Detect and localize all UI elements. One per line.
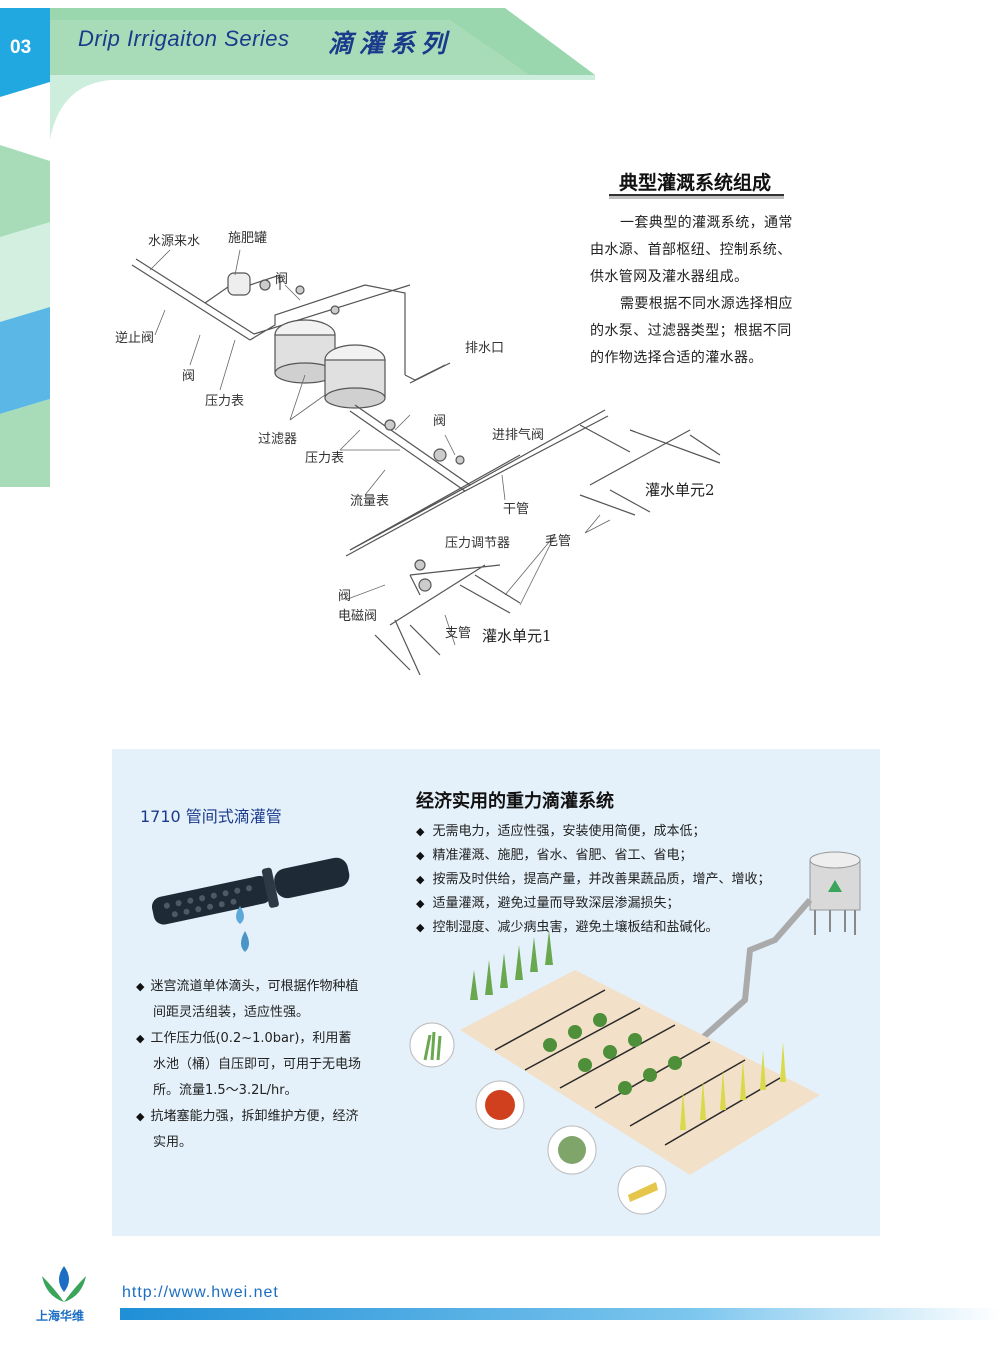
label-capillary: 毛管 [545,534,571,549]
label-main-pipe: 干管 [503,502,529,517]
page-number: 03 [10,37,32,58]
label-branch-pipe: 支管 [445,626,471,641]
series-title: Drip Irrigaiton Series [78,26,290,51]
section-underline [609,194,784,196]
footer-bar [120,1308,1000,1320]
label-pressure-gauge-2: 压力表 [305,451,344,466]
label-unit-1: 灌水单元1 [482,627,552,645]
label-fertilizer-tank: 施肥罐 [228,231,267,246]
label-filter: 过滤器 [258,432,297,447]
header-curve [50,75,595,140]
website-link[interactable]: http://www.hwei.net [122,1284,279,1301]
product-feature: 迷宫流道单体滴头，可根据作物种植间距灵活组装，适应性强。 [136,974,361,1026]
gravity-benefit: 无需电力，适应性强，安装使用简便，成本低； [416,820,770,844]
irrigation-system-diagram: 水源来水 施肥罐 阀 逆止阀 阀 压力表 排水口 过滤器 压力表 阀 进排气阀 … [115,231,721,676]
gravity-field-illustration [409,851,861,1215]
page-number-tab [0,8,50,97]
gravity-benefit: 按需及时供给，提高产量，并改善果蔬品质，增产、增收； [416,868,770,892]
header-band [0,8,595,140]
section-underline-shadow [609,196,784,199]
gravity-system-title: 经济实用的重力滴灌系统 [416,791,614,812]
unit1-laterals [374,564,521,676]
label-flow-meter: 流量表 [350,494,389,509]
label-drain: 排水口 [465,341,504,356]
label-pressure-regulator: 压力调节器 [445,536,510,551]
product-feature: 抗堵塞能力强，拆卸维护方便，经济实用。 [136,1104,361,1156]
company-logo-text: 上海华维 [36,1309,85,1323]
dripper-tube-image [151,857,350,952]
intro-paragraph-2: 需要根据不同水源选择相应的水泵、过滤器类型；根据不同的作物选择合适的灌水器。 [590,296,793,366]
label-check-valve: 逆止阀 [115,330,154,346]
fertilizer-tank [227,272,251,296]
label-pressure-gauge-1: 压力表 [205,394,244,409]
label-valve-low: 阀 [338,589,351,604]
product-feature-list: 迷宫流道单体滴头，可根据作物种植间距灵活组装，适应性强。 工作压力低(0.2~1… [136,974,361,1156]
label-valve-left: 阀 [182,369,195,384]
intro-paragraph-1: 一套典型的灌溉系统，通常由水源、首部枢纽、控制系统、供水管网及灌水器组成。 [590,215,793,285]
label-water-source: 水源来水 [148,234,200,249]
gravity-benefit: 控制湿度、减少病虫害，避免土壤板结和盐碱化。 [416,916,770,940]
product-title: 1710 管间式滴灌管 [140,807,282,826]
label-unit-2: 灌水单元2 [645,481,715,499]
product-feature: 工作压力低(0.2~1.0bar)，利用蓄水池（桶）自压即可，可用于无电场所。流… [136,1026,361,1104]
gravity-benefit: 适量灌溉，避免过量而导致深层渗漏损失； [416,892,770,916]
field-soil [460,970,820,1175]
header-green-shade [50,8,595,75]
side-stripes [0,97,50,487]
series-title-cn: 滴灌系列 [328,29,453,58]
label-solenoid-valve: 电磁阀 [338,609,377,624]
label-valve-top: 阀 [275,272,288,287]
gravity-benefit-list: 无需电力，适应性强，安装使用简便，成本低； 精准灌溉、施肥，省水、省肥、省工、省… [416,820,770,940]
unit2-laterals [579,424,721,516]
supply-pipe [698,898,813,1043]
water-tank [809,851,861,935]
label-valve-mid: 阀 [433,414,446,429]
company-logo-icon [42,1266,86,1302]
label-air-valve: 进排气阀 [492,427,544,443]
gravity-benefit: 精准灌溉、施肥，省水、省肥、省工、省电； [416,844,770,868]
section-title: 典型灌溉系统组成 [619,172,772,194]
drain-pipe [404,362,451,384]
source-pipe [131,258,255,341]
